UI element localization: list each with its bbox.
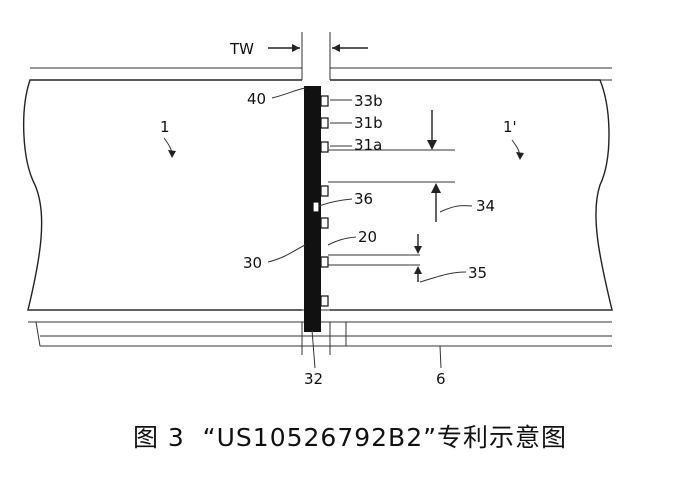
right-panel-outline (330, 79, 613, 311)
label-31a: 31a (354, 136, 382, 154)
label-35: 35 (468, 264, 487, 282)
bar-tabs (312, 95, 329, 307)
label-32: 32 (304, 370, 323, 388)
label-1-prime: 1' (503, 118, 517, 136)
label-30: 30 (243, 254, 262, 272)
figure-caption: 图 3 “US10526792B2”专利示意图 (133, 423, 567, 452)
label-40: 40 (247, 90, 266, 108)
left-panel-outline (23, 79, 302, 311)
leader-lines (267, 87, 473, 369)
label-31b: 31b (354, 114, 383, 132)
label-34: 34 (476, 197, 495, 215)
label-36: 36 (354, 190, 373, 208)
label-tw: TW (229, 40, 254, 58)
tw-guides (301, 32, 331, 355)
tw-dimension: TW (229, 40, 368, 58)
label-20: 20 (358, 228, 377, 246)
label-6: 6 (436, 370, 446, 388)
label-1: 1 (160, 118, 170, 136)
ref-arrows (163, 137, 524, 160)
level-lines (328, 110, 455, 282)
top-rail (30, 67, 612, 81)
label-33b: 33b (354, 92, 383, 110)
